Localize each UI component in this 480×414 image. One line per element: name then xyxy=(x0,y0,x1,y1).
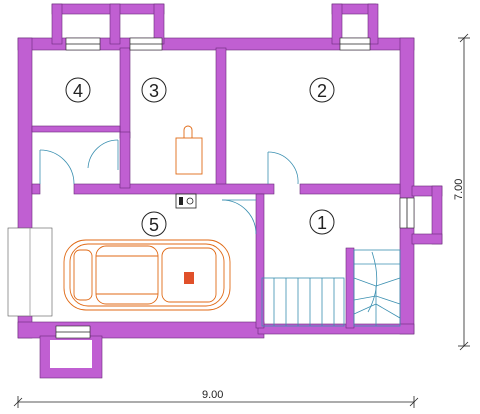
room-number-2: 2 xyxy=(317,81,327,101)
walls xyxy=(17,3,443,379)
dimension-lines: 9.00 7.00 xyxy=(13,33,470,408)
room-number-4: 4 xyxy=(73,81,83,101)
doors xyxy=(39,139,299,235)
stairs xyxy=(261,249,401,327)
height-dimension: 7.00 xyxy=(453,179,465,200)
chair-symbol xyxy=(175,125,203,175)
room-number-3: 3 xyxy=(149,81,159,101)
boiler-symbol xyxy=(175,193,197,209)
windows xyxy=(7,37,415,339)
room-number-1: 1 xyxy=(317,213,327,233)
car-symbol xyxy=(63,239,231,311)
room-number-5: 5 xyxy=(149,215,159,235)
room-labels: 1 2 3 4 5 xyxy=(65,77,335,237)
width-dimension: 9.00 xyxy=(202,389,223,401)
car-marker xyxy=(184,272,194,284)
